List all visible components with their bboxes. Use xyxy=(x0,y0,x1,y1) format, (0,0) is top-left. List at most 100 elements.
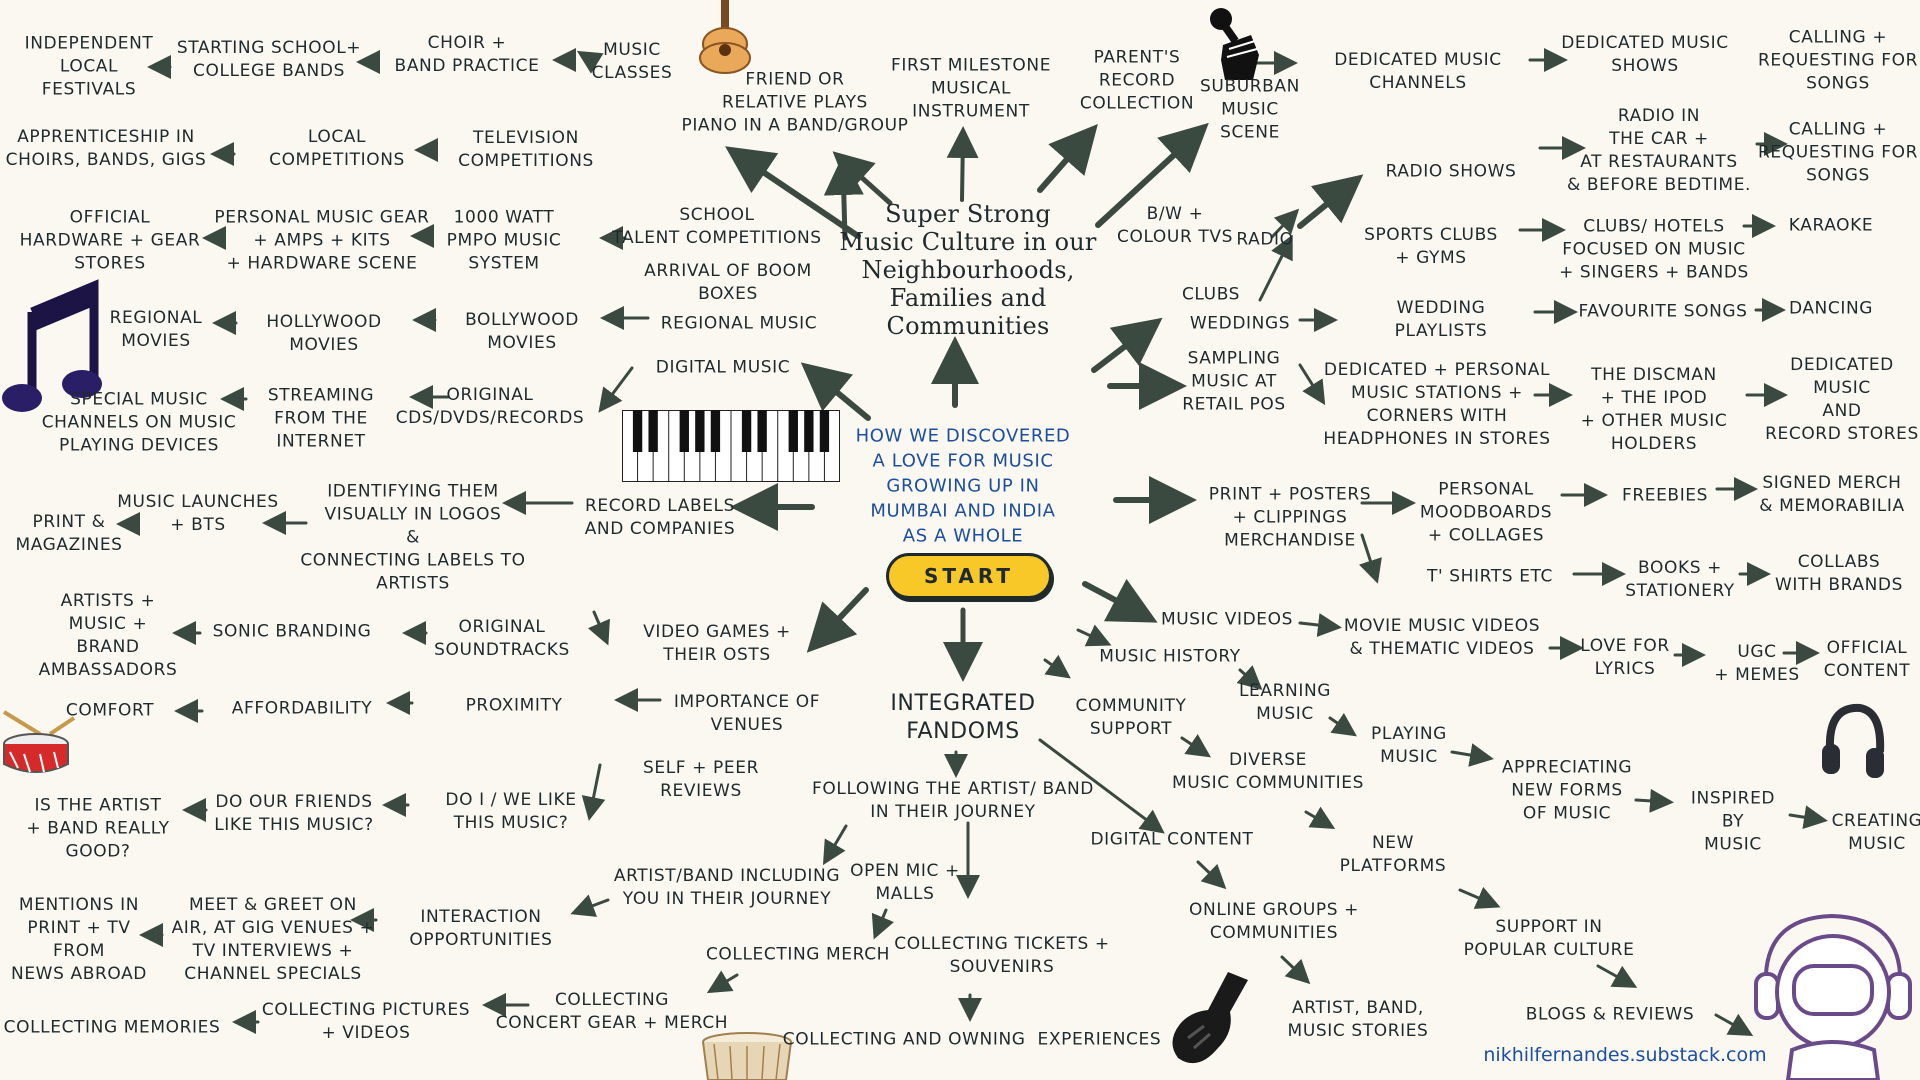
node-affordability: AFFORDABILITY xyxy=(232,698,373,721)
node-new-platforms: NEW PLATFORMS xyxy=(1340,832,1447,878)
node-video-games: VIDEO GAMES + THEIR OSTS xyxy=(643,621,791,667)
connector-arrow xyxy=(1085,584,1147,617)
node-wedding-playlists: WEDDING PLAYLISTS xyxy=(1395,297,1488,343)
node-collecting-tickets: COLLECTING TICKETS + SOUVENIRS xyxy=(894,933,1109,979)
node-do-friends-like: DO OUR FRIENDS LIKE THIS MUSIC? xyxy=(214,791,374,837)
node-artist-band-stories: ARTIST, BAND, MUSIC STORIES xyxy=(1288,997,1429,1043)
connector-arrow xyxy=(590,765,600,815)
node-freebies: FREEBIES xyxy=(1622,485,1708,508)
heading-title: HOW WE DISCOVERED A LOVE FOR MUSIC GROWI… xyxy=(856,424,1071,549)
substack-link[interactable]: nikhilfernandes.substack.com xyxy=(1483,1044,1766,1066)
node-dedicated-music-channels: DEDICATED MUSIC CHANNELS xyxy=(1334,49,1502,95)
node-radio: RADIO xyxy=(1236,229,1293,252)
integrated-fandoms-topic: INTEGRATED FANDOMS xyxy=(890,690,1035,746)
connector-arrow xyxy=(826,826,846,860)
node-choir-band-practice: CHOIR + BAND PRACTICE xyxy=(395,32,540,78)
connector-arrow xyxy=(815,590,866,644)
node-tshirts: T' SHIRTS ETC xyxy=(1427,566,1553,589)
node-regional-music: REGIONAL MUSIC xyxy=(661,313,818,336)
connector-arrow xyxy=(1716,1015,1748,1033)
start-button[interactable]: START xyxy=(886,553,1052,599)
connector-arrow xyxy=(840,158,890,203)
node-independent-local-festivals: INDEPENDENT LOCAL FESTIVALS xyxy=(25,33,154,102)
astronaut-headphones-icon xyxy=(1752,910,1914,1080)
node-open-mic-malls: OPEN MIC + MALLS xyxy=(850,860,960,906)
node-print-magazines: PRINT & MAGAZINES xyxy=(15,511,122,557)
node-friend-relative-piano: FRIEND OR RELATIVE PLAYS PIANO IN A BAND… xyxy=(681,69,908,138)
node-collabs-brands: COLLABS WITH BRANDS xyxy=(1775,551,1903,597)
node-weddings: WEDDINGS xyxy=(1190,313,1290,336)
node-playing-music: PLAYING MUSIC xyxy=(1371,723,1447,769)
node-meet-greet: MEET & GREET ON AIR, AT GIG VENUES + TV … xyxy=(172,894,375,986)
node-calling-requesting-1: CALLING + REQUESTING FOR SONGS xyxy=(1758,27,1918,96)
node-learning-music: LEARNING MUSIC xyxy=(1239,680,1331,726)
node-mentions-print-tv: MENTIONS IN PRINT + TV FROM NEWS ABROAD xyxy=(11,894,147,986)
node-arrival-boom-boxes: ARRIVAL OF BOOM BOXES xyxy=(644,260,812,306)
node-dancing: DANCING xyxy=(1789,298,1873,321)
node-sonic-branding: SONIC BRANDING xyxy=(213,621,372,644)
connector-arrow xyxy=(1198,862,1222,885)
node-favourite-songs: FAVOURITE SONGS xyxy=(1578,301,1747,324)
connector-arrow xyxy=(876,910,886,934)
node-calling-requesting-2: CALLING + REQUESTING FOR SONGS xyxy=(1758,119,1918,188)
node-original-soundtracks: ORIGINAL SOUNDTRACKS xyxy=(434,616,570,662)
connector-arrow xyxy=(576,900,608,912)
headphones-icon xyxy=(1820,700,1886,782)
connector-arrow xyxy=(712,975,737,990)
node-apprenticeship: APPRENTICESHIP IN CHOIRS, BANDS, GIGS xyxy=(6,126,207,172)
node-interaction-opportunities: INTERACTION OPPORTUNITIES xyxy=(409,906,552,952)
node-personal-music-gear: PERSONAL MUSIC GEAR + AMPS + KITS + HARD… xyxy=(214,207,429,276)
node-print-posters: PRINT + POSTERS + CLIPPINGS MERCHANDISE xyxy=(1209,484,1371,553)
node-record-labels: RECORD LABELS AND COMPANIES xyxy=(585,495,736,541)
connector-arrow xyxy=(1460,890,1495,905)
node-ugc-memes: UGC + MEMES xyxy=(1714,641,1799,687)
connector-arrow xyxy=(1282,957,1306,980)
node-bollywood-movies: BOLLYWOOD MOVIES xyxy=(465,309,579,355)
connector-arrow xyxy=(594,612,606,640)
node-karaoke: KARAOKE xyxy=(1789,215,1873,238)
node-digital-music: DIGITAL MUSIC xyxy=(656,357,790,380)
node-local-competitions: LOCAL COMPETITIONS xyxy=(269,126,405,172)
node-collecting-memories: COLLECTING MEMORIES xyxy=(4,1017,221,1040)
node-inspired-by-music: INSPIRED BY MUSIC xyxy=(1691,788,1775,857)
node-artist-including-you: ARTIST/BAND INCLUDING YOU IN THEIR JOURN… xyxy=(614,865,840,911)
connector-arrow xyxy=(1598,966,1632,985)
node-official-content: OFFICIAL CONTENT xyxy=(1824,637,1910,683)
node-identifying-logos: IDENTIFYING THEM VISUALLY IN LOGOS & CON… xyxy=(300,481,525,596)
connector-arrow xyxy=(1790,815,1822,820)
connector-arrow xyxy=(1300,182,1354,226)
node-music-videos: MUSIC VIDEOS xyxy=(1161,609,1293,632)
central-topic: Super Strong Music Culture in our Neighb… xyxy=(839,200,1096,340)
connector-arrow xyxy=(1330,718,1352,733)
node-original-cds: ORIGINAL CDS/DVDS/RECORDS xyxy=(396,384,585,430)
node-signed-merch: SIGNED MERCH & MEMORABILIA xyxy=(1759,472,1904,518)
node-digital-content: DIGITAL CONTENT xyxy=(1090,829,1253,852)
guitar-icon xyxy=(695,0,755,74)
node-television-competitions: TELEVISION COMPETITIONS xyxy=(458,127,594,173)
node-love-for-lyrics: LOVE FOR LYRICS xyxy=(1580,635,1670,681)
connector-arrow xyxy=(1094,325,1153,370)
fist-microphone-icon xyxy=(1205,5,1265,80)
node-is-artist-good: IS THE ARTIST + BAND REALLY GOOD? xyxy=(26,795,169,864)
guitar-case-icon xyxy=(1168,968,1256,1072)
node-clubs: CLUBS xyxy=(1182,284,1240,307)
node-music-classes: MUSIC CLASSES xyxy=(592,39,673,85)
node-comfort: COMFORT xyxy=(66,700,154,723)
node-school-talent-competitions: SCHOOL TALENT COMPETITIONS xyxy=(612,204,821,250)
node-proximity: PROXIMITY xyxy=(466,695,563,718)
node-dedicated-personal-stations: DEDICATED + PERSONAL MUSIC STATIONS + CO… xyxy=(1323,359,1550,451)
node-parents-record-collection: PARENT'S RECORD COLLECTION xyxy=(1080,47,1194,116)
node-importance-of-venues: IMPORTANCE OF VENUES xyxy=(674,691,820,737)
node-blogs-reviews: BLOGS & REVIEWS xyxy=(1526,1004,1694,1027)
node-special-music-channels: SPECIAL MUSIC CHANNELS ON MUSIC PLAYING … xyxy=(42,389,237,458)
node-community-support: COMMUNITY SUPPORT xyxy=(1076,695,1187,741)
connector-arrow xyxy=(962,134,963,200)
connector-arrow xyxy=(1636,800,1668,802)
node-collecting-pictures: COLLECTING PICTURES + VIDEOS xyxy=(262,999,470,1045)
node-pmpo-system: 1000 WATT PMPO MUSIC SYSTEM xyxy=(447,207,562,276)
connector-arrow xyxy=(1452,752,1488,758)
node-collecting-experiences: COLLECTING AND OWNING EXPERIENCES xyxy=(783,1029,1161,1052)
node-regional-movies: REGIONAL MOVIES xyxy=(110,307,203,353)
node-streaming: STREAMING FROM THE INTERNET xyxy=(268,385,374,454)
